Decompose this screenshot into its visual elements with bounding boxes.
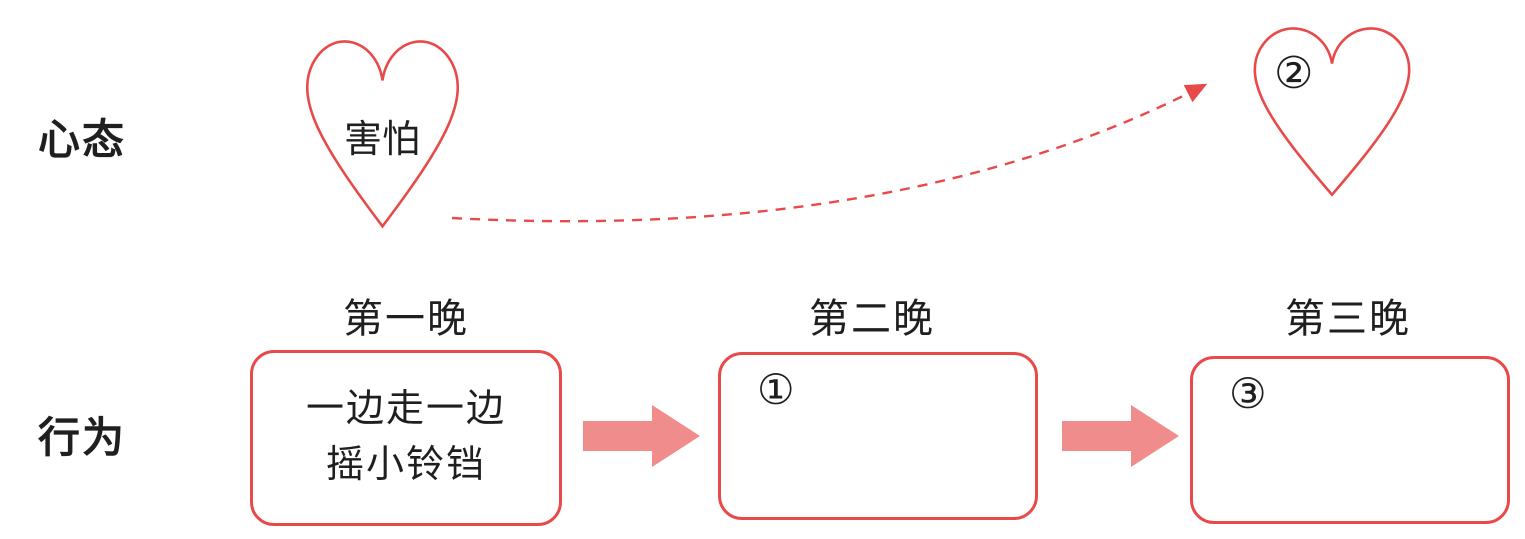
night-1-box: 一边走一边 摇小铃铛 xyxy=(250,350,562,526)
night-2-marker: ① xyxy=(757,366,795,413)
heart-fear-icon xyxy=(307,41,458,226)
night-2-title: 第二晚 xyxy=(809,297,935,341)
night-1-title: 第一晚 xyxy=(343,297,469,341)
night-2-box: ① xyxy=(718,352,1038,520)
heart-fear-text: 害怕 xyxy=(343,119,420,161)
flow-arrow-2 xyxy=(1062,405,1179,467)
heart-answer-icon xyxy=(1255,29,1409,195)
night-1-line-1: 一边走一边 xyxy=(305,388,506,431)
night-1-line-2: 摇小铃铛 xyxy=(325,444,486,486)
flow-arrow-1 xyxy=(583,405,700,467)
dashed-progress-arrow xyxy=(451,83,1208,223)
heart-answer-marker: ② xyxy=(1274,49,1314,98)
behavior-row-label: 行为 xyxy=(38,414,127,461)
mindset-row-label: 心态 xyxy=(38,116,127,163)
night-3-title: 第三晚 xyxy=(1285,297,1411,341)
night-3-box: ③ xyxy=(1190,356,1510,524)
night-3-marker: ③ xyxy=(1229,370,1267,417)
